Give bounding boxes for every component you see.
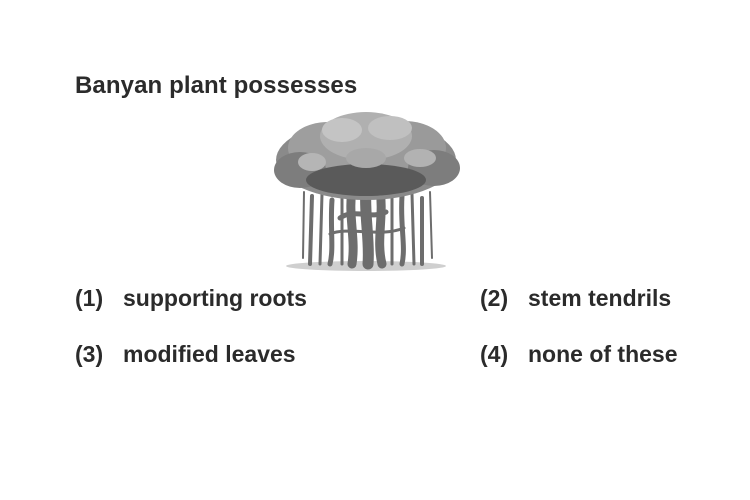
option-4-text: none of these <box>528 341 678 367</box>
option-3-text: modified leaves <box>123 341 296 367</box>
option-2-text: stem tendrils <box>528 285 672 311</box>
banyan-tree-icon <box>274 112 460 271</box>
option-1-number: (1) <box>75 285 104 311</box>
banyan-tree-figure <box>270 108 462 274</box>
option-2-number: (2) <box>480 285 509 311</box>
question-text: Banyan plant possesses <box>75 72 358 99</box>
option-4-number: (4) <box>480 341 509 367</box>
option-2[interactable]: (2) stem tendrils <box>480 285 671 312</box>
option-3[interactable]: (3) modified leaves <box>75 341 296 368</box>
option-1[interactable]: (1) supporting roots <box>75 285 307 312</box>
option-1-text: supporting roots <box>123 285 307 311</box>
option-4[interactable]: (4) none of these <box>480 341 678 368</box>
option-3-number: (3) <box>75 341 104 367</box>
